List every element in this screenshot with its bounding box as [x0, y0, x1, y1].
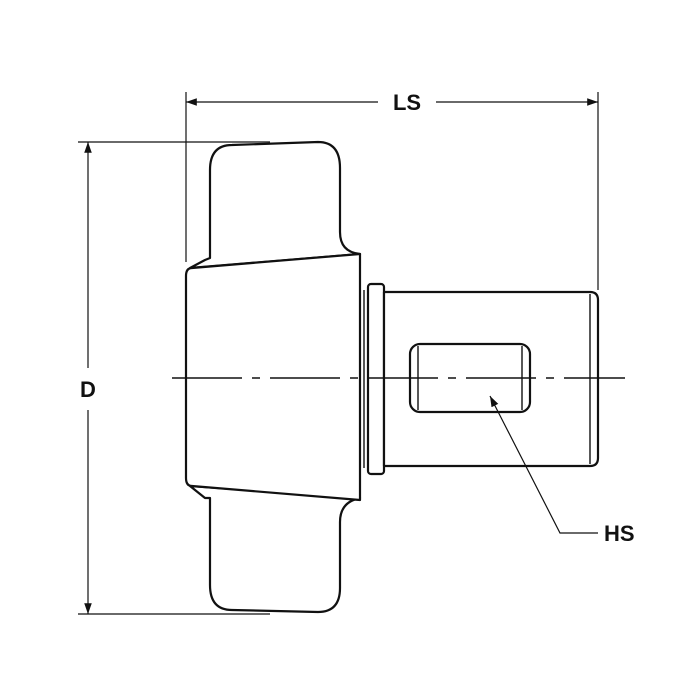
ls-label: LS — [393, 90, 421, 115]
d-label: D — [80, 377, 96, 402]
knob-upper-lobe — [188, 140, 362, 270]
hs-label: HS — [604, 521, 635, 546]
collar-washer — [366, 282, 386, 476]
knob-lower-lobe — [188, 484, 362, 614]
hs-leader-line — [489, 395, 598, 534]
knob-hub — [184, 252, 362, 502]
